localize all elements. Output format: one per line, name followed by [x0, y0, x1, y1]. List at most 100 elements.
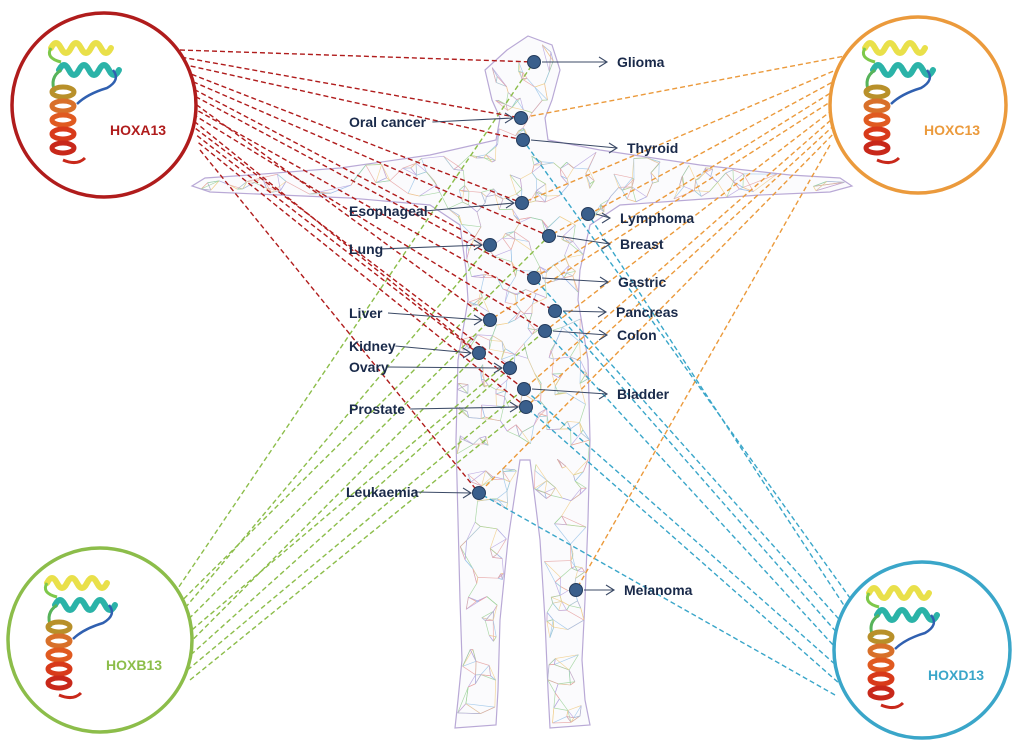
mesh-edge: [512, 209, 520, 220]
mesh-edge: [523, 109, 533, 113]
mesh-edge: [496, 389, 506, 392]
mesh-edge: [548, 658, 556, 665]
mesh-edge: [563, 272, 568, 278]
mesh-edge: [631, 186, 647, 198]
mesh-edge: [419, 184, 437, 197]
mesh-edge: [547, 664, 550, 680]
mesh-edge: [466, 237, 475, 243]
arrow-thyroid: [530, 139, 618, 149]
mesh-edge: [490, 538, 507, 549]
mesh-edge: [565, 466, 574, 476]
mesh-edge: [457, 703, 467, 714]
link-hoxa13-ovary: [195, 128, 511, 369]
mesh-edge: [515, 424, 520, 437]
mesh-edge: [496, 553, 503, 559]
mesh-edge: [410, 167, 417, 176]
mesh-edge: [569, 356, 581, 371]
mesh-edge: [462, 191, 464, 203]
cancer-label-esophageal: Esophageal: [349, 203, 428, 219]
link-hoxd13-lymphoma: [587, 213, 853, 619]
mesh-edge: [562, 497, 572, 501]
mesh-edge: [565, 254, 584, 259]
mesh-edge: [492, 605, 498, 621]
mesh-edge: [579, 372, 587, 384]
mesh-edge: [477, 296, 483, 305]
mesh-edge: [579, 705, 582, 717]
mesh-edge: [481, 297, 490, 313]
mesh-edge: [538, 413, 548, 417]
mesh-edge: [480, 665, 490, 675]
mesh-edge: [350, 181, 354, 186]
arrowhead-kidney: [462, 347, 473, 359]
mesh-edge: [402, 167, 417, 176]
mesh-edge: [550, 495, 563, 499]
organ-dot-breast: [542, 229, 556, 243]
mesh-edge: [552, 619, 568, 630]
mesh-edge: [468, 683, 476, 688]
arrow-kidney: [395, 345, 472, 354]
link-hoxa13-oral-cancer: [181, 56, 522, 119]
mesh-edge: [501, 341, 504, 352]
link-hoxc13-leukaemia: [478, 134, 833, 494]
mesh-edge: [530, 217, 543, 221]
mesh-edge: [589, 180, 595, 189]
mesh-edge: [466, 526, 481, 541]
mesh-edge: [467, 474, 472, 482]
mesh-edge: [566, 392, 586, 405]
mesh-edge: [545, 184, 547, 197]
mesh-edge: [458, 215, 463, 225]
mesh-edge: [488, 635, 494, 642]
mesh-edge: [574, 566, 583, 569]
mesh-edge: [527, 328, 536, 331]
mesh-edge: [539, 384, 542, 393]
mesh-edge: [539, 266, 547, 273]
mesh-edge: [535, 200, 546, 203]
mesh-edge: [554, 385, 559, 394]
mesh-edge: [481, 470, 486, 486]
mesh-edge: [534, 480, 548, 489]
mesh-edge: [572, 241, 584, 255]
mesh-edge: [544, 560, 571, 562]
mesh-edge: [531, 172, 537, 179]
mesh-edge: [572, 557, 576, 567]
mesh-edge: [515, 424, 523, 433]
mesh-edge: [549, 619, 554, 638]
mesh-edge: [546, 621, 551, 638]
mesh-edge: [534, 470, 536, 489]
mesh-edge: [507, 319, 516, 324]
mesh-edge: [579, 422, 582, 433]
mesh-edge: [531, 155, 535, 166]
mesh-edge: [570, 494, 581, 501]
mesh-edge: [476, 154, 486, 157]
mesh-edge: [489, 528, 498, 549]
mesh-edge: [732, 169, 744, 175]
mesh-edge: [458, 155, 471, 167]
protein-structure-icon: [861, 40, 936, 165]
mesh-edge: [501, 558, 504, 574]
mesh-edge: [472, 568, 479, 578]
mesh-edge: [600, 207, 605, 210]
mesh-edge: [459, 189, 464, 192]
cancer-label-lymphoma: Lymphoma: [620, 210, 694, 226]
mesh-edge: [484, 196, 487, 203]
link-hoxc13-prostate: [525, 124, 835, 408]
mesh-edge: [566, 716, 572, 723]
mesh-edge: [523, 343, 529, 359]
mesh-edge: [557, 458, 567, 467]
mesh-edge: [485, 146, 497, 156]
mesh-edge: [679, 184, 685, 187]
mesh-edge: [492, 620, 497, 637]
mesh-edge: [492, 553, 498, 558]
mesh-edge: [826, 181, 845, 183]
mesh-edge: [523, 304, 533, 314]
mesh-edge: [514, 222, 521, 232]
mesh-edge: [568, 163, 574, 169]
mesh-edge: [500, 573, 503, 580]
mesh-edge: [534, 470, 548, 481]
mesh-edge: [646, 183, 653, 198]
mesh-edge: [465, 703, 481, 714]
mesh-edge: [650, 163, 660, 173]
mesh-edge: [559, 590, 569, 596]
